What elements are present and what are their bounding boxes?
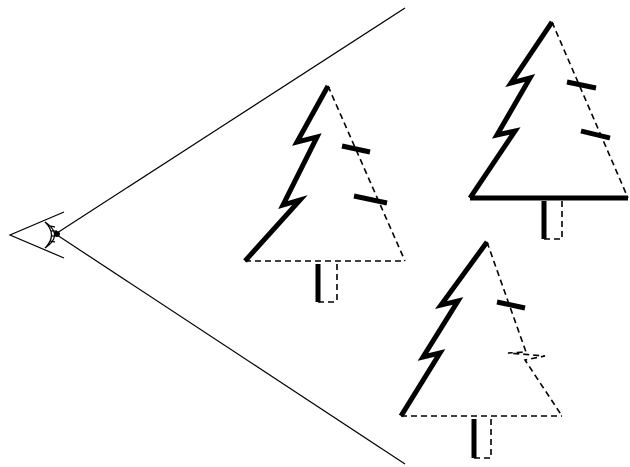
left-tree xyxy=(245,86,405,302)
bottom-right-tree-right-edge xyxy=(487,242,562,416)
left-tree-left-edge xyxy=(245,86,328,261)
left-tree-branch-1 xyxy=(342,146,370,152)
top-right-tree-branch-1 xyxy=(567,82,596,88)
top-right-tree-branch-2 xyxy=(581,131,610,138)
top-right-tree xyxy=(470,22,628,239)
top-right-tree-right-edge xyxy=(552,22,628,198)
left-tree-right-edge xyxy=(328,86,405,261)
top-right-tree-left-edge xyxy=(470,22,552,198)
eye-icon xyxy=(10,212,64,258)
bottom-right-tree-left-edge xyxy=(401,242,487,416)
bottom-right-tree-branch-1 xyxy=(497,302,525,308)
sight-line-lower xyxy=(57,235,405,464)
sight-line-upper xyxy=(57,8,405,233)
left-tree-branch-2 xyxy=(354,196,387,203)
bottom-right-tree xyxy=(401,242,562,458)
